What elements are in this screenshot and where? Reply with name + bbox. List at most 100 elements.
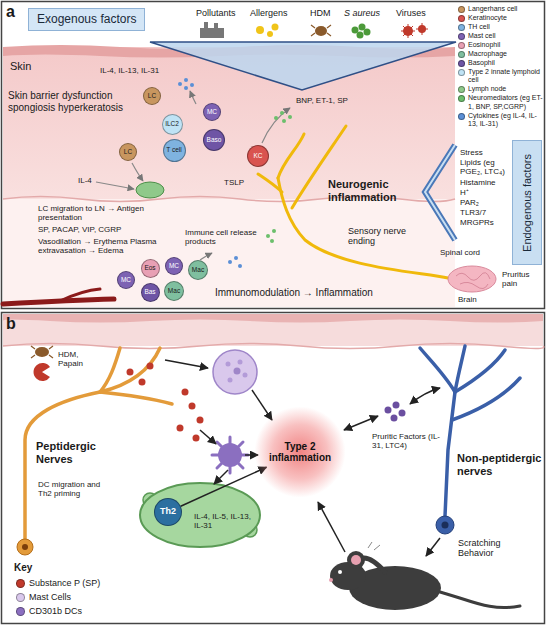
legend-text: Eosinophil (468, 41, 544, 49)
annotation-text: SP, PACAP, VIP, CGRP (38, 225, 121, 234)
legend-title: Key (14, 562, 32, 574)
mast-cell (238, 360, 243, 365)
mediator-dots (266, 234, 270, 238)
annotation-text: Pruritus pain (502, 270, 542, 288)
legend-swatch (458, 69, 465, 76)
skin-layer (3, 314, 544, 349)
factor-box: Endogenous factors (512, 140, 542, 265)
annotation-text: S aureus (344, 8, 380, 18)
legend-item: Basophil (458, 59, 544, 67)
annotation-text: Sensory nerve ending (348, 226, 418, 247)
flow-arrow (132, 163, 143, 181)
node-text: MC (207, 108, 217, 115)
allergen-icon (31, 346, 53, 358)
flow-arrow (344, 416, 378, 430)
cell-circle: MC (117, 271, 135, 289)
node-text: MC (121, 276, 131, 283)
legend-item: TH cell (458, 23, 544, 31)
mediator-dots (184, 78, 188, 82)
annotation-text: Peptidergic Nerves (36, 440, 116, 465)
substance-p-dots (127, 369, 134, 376)
cell-circle: Th2 (154, 498, 182, 526)
legend-text: Basophil (468, 59, 544, 67)
legend-item: Macrophage (458, 50, 544, 58)
legend-text: CD301b DCs (29, 606, 82, 616)
nerve-cell-body (436, 516, 454, 534)
exogenous-icons (401, 24, 415, 38)
node-text: Endogenous factors (521, 154, 533, 252)
node-text: KC (253, 152, 262, 159)
annotation-text: H⁺ (460, 188, 510, 197)
legend-swatch (16, 579, 25, 588)
exogenous-wedge (150, 42, 456, 90)
mediator-dots (272, 229, 276, 233)
mast-cell (228, 378, 233, 383)
sensory-nerve (258, 174, 282, 192)
sensory-nerve (278, 178, 448, 278)
legend-text: Substance P (SP) (29, 578, 100, 588)
exogenous-wedge (150, 42, 456, 90)
allergen-icon (31, 346, 53, 381)
panel-frame (2, 313, 545, 624)
pruritic-dots (393, 402, 400, 409)
annotation-text: Viruses (396, 8, 426, 18)
node-text: Mac (192, 266, 204, 273)
exogenous-icons (214, 23, 218, 28)
flow-arrow (252, 390, 272, 420)
annotation-text: Scratching Behavior (458, 538, 518, 559)
flow-arrow (410, 388, 440, 404)
legend-swatch (458, 60, 465, 67)
mediator-dots (234, 256, 238, 260)
allergen-icon (34, 363, 50, 381)
endogenous-chevron (425, 145, 455, 240)
exogenous-icons (364, 29, 371, 36)
node-text: Eos (144, 264, 155, 271)
mediator-dots (280, 111, 284, 115)
mouse (440, 592, 520, 608)
substance-p-dots (147, 363, 154, 370)
node-text: Type 2 inflammation (266, 441, 334, 463)
annotation-text: HDM, Papain (58, 350, 98, 368)
mediator-dots (178, 82, 182, 86)
annotation-text: Allergens (250, 8, 288, 18)
lymph-node (140, 483, 260, 547)
legend-item: Langerhans cell (458, 5, 544, 13)
flow-arrow (96, 182, 134, 189)
annotation-text: Stress (460, 148, 510, 157)
legend-swatch (16, 607, 25, 616)
node-text: Mac (168, 287, 180, 294)
pruritic-dots (391, 415, 398, 422)
exogenous-icons (315, 26, 327, 36)
mouse (364, 558, 385, 572)
mediator-dots (178, 78, 292, 268)
exogenous-icons (418, 25, 426, 33)
node-text: ILC2 (165, 120, 179, 127)
mediator-dots (288, 115, 292, 119)
lymph-node (136, 182, 164, 198)
annotation-text: Vasodilation → Erythema Plasma extravasa… (38, 237, 160, 255)
legend-swatch (458, 51, 465, 58)
mouse (368, 542, 380, 550)
exogenous-icons (272, 24, 279, 31)
substance-p-dots (193, 435, 200, 442)
lymph-node (140, 483, 260, 547)
skin-layer (3, 314, 543, 323)
legend-text: Neuromediators (eg ET-1, BNP, SP,CGRP) (468, 94, 544, 110)
exogenous-icons (311, 25, 331, 36)
flow-arrow (96, 91, 290, 260)
exogenous-icons (352, 27, 359, 34)
cell-circle: Mac (188, 260, 208, 280)
nerve-cell-body (442, 522, 449, 529)
mediator-dots (282, 119, 286, 123)
flow-arrow (190, 91, 196, 104)
cell-circle: Eos (141, 259, 160, 278)
mouse (338, 570, 342, 574)
panel-letter: a (6, 3, 15, 21)
annotation-text: BNP, ET-1, SP (296, 96, 348, 105)
blood-vessel (3, 289, 114, 304)
annotation-text: Pruritic Factors (IL-31, LTC4) (372, 432, 444, 450)
cell-circle: Bas (141, 283, 160, 302)
annotation-text: Lipids (eg PGE₂, LTC₄) (460, 158, 510, 176)
